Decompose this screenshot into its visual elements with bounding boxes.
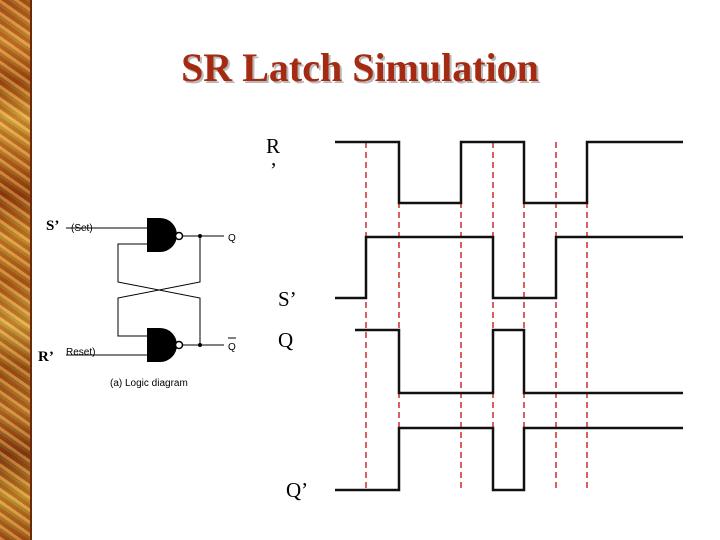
waveform-q-prime [335, 426, 683, 492]
junction-dot-qbar [198, 343, 202, 347]
set-input-label: S’ [46, 218, 59, 234]
junction-dot-q [198, 234, 202, 238]
signal-label-r-prime: R [266, 134, 280, 158]
logic-diagram-background [38, 200, 253, 400]
logic-diagram-caption: (a) Logic diagram [110, 378, 188, 389]
decorative-left-strip-texture [0, 0, 30, 540]
decorative-left-strip-edge [30, 0, 32, 540]
nand-gate-bottom-body [147, 328, 177, 362]
nand-gate-top [147, 218, 184, 252]
signal-label-q: Q [278, 328, 293, 352]
nand-gate-bottom [147, 328, 184, 362]
logic-wires [66, 227, 224, 356]
qbar-output-label: Q [228, 342, 236, 353]
decorative-left-strip [0, 0, 30, 540]
slide-title: SR Latch Simulation [181, 45, 539, 90]
q-output-label: Q [228, 233, 236, 244]
reset-pin-label: Reset) [66, 347, 95, 358]
signal-label-s-prime: S’ [278, 287, 297, 311]
waveform-q [355, 328, 683, 395]
nand-gate-top-bubble [174, 231, 184, 241]
nand-gate-bottom-bubble [174, 340, 184, 350]
set-pin-label: (Set) [71, 223, 93, 234]
reset-input-label: R’ [38, 349, 54, 365]
signal-label-q-prime: Q’ [286, 478, 308, 502]
signal-label-r-prime-tail: ’ [270, 158, 277, 182]
waveform-s-prime [335, 235, 683, 300]
waveform-r-prime [335, 140, 683, 205]
nand-gate-top-body [147, 218, 177, 252]
